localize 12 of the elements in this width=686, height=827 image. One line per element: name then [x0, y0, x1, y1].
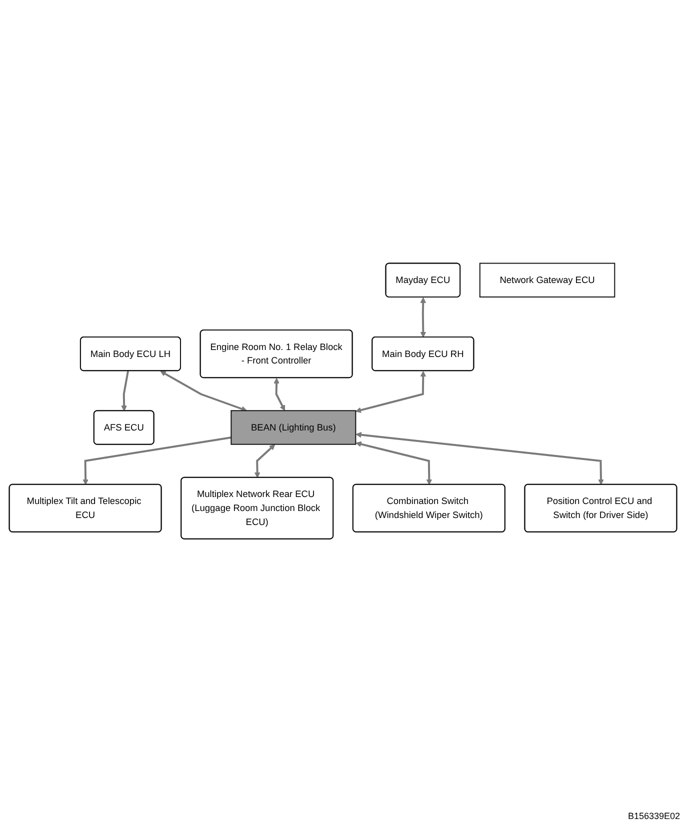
arrow — [420, 297, 426, 338]
arrow — [274, 378, 286, 411]
arrow — [82, 436, 232, 485]
node-box: BEAN (Lighting Bus) — [230, 410, 356, 445]
node-box: Network Gateway ECU — [479, 262, 616, 298]
arrow — [355, 370, 426, 413]
arrow — [160, 370, 247, 412]
figure-code: B156339E02 — [628, 811, 680, 821]
arrow — [356, 441, 432, 485]
arrow — [121, 370, 130, 412]
arrow — [254, 444, 276, 478]
arrow — [356, 432, 604, 485]
